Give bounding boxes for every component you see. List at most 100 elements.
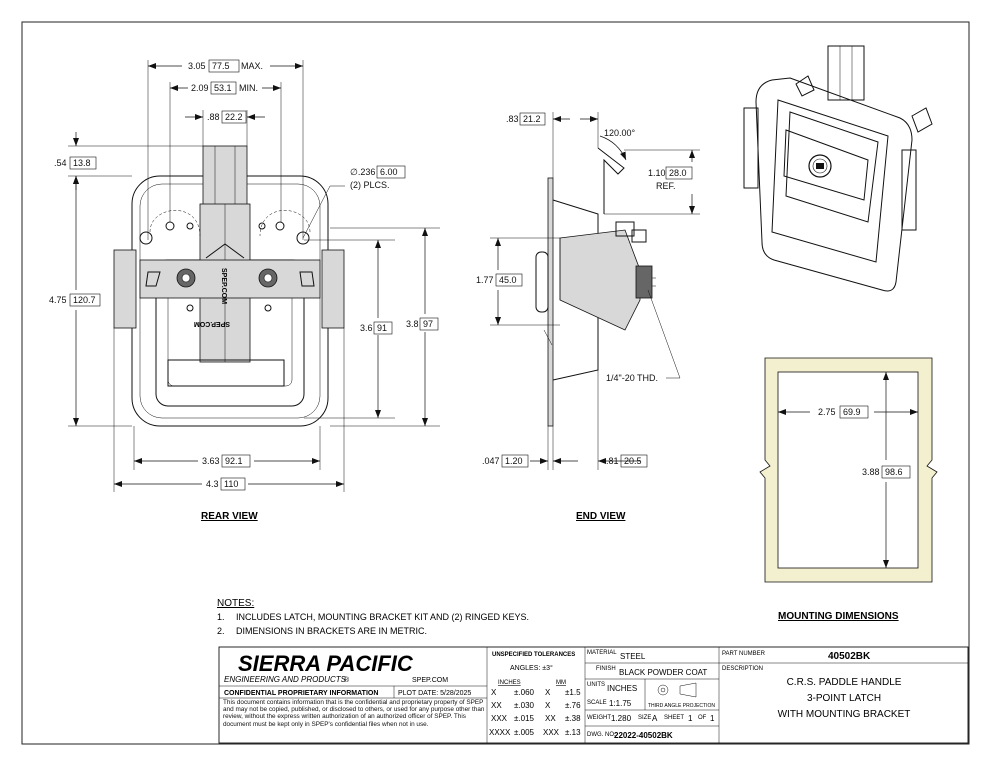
sheet-border — [21, 21, 970, 745]
tolerance-heading: UNSPECIFIED TOLERANCES — [492, 652, 575, 658]
finish-label: FINISH — [596, 666, 616, 672]
rear-marking-lower: SPEP.COM — [194, 320, 230, 327]
weight-value: 1.280 — [611, 714, 632, 723]
units-value: INCHES — [607, 684, 637, 693]
confidential-title: CONFIDENTIAL PROPRIETARY INFORMATION — [224, 690, 378, 697]
dim-min-width-mm: 53.1 — [214, 83, 232, 93]
company-subtitle: ENGINEERING AND PRODUCTS — [224, 675, 347, 684]
tol-row-2-in-v: ±.030 — [514, 701, 535, 710]
dim-end-top-width-mm: 21.2 — [523, 114, 541, 124]
dwg-no-value: 22022-40502BK — [614, 731, 673, 740]
dim-flange: .047 — [482, 456, 500, 466]
title-block: SIERRA PACIFIC ENGINEERING AND PRODUCTS … — [218, 646, 969, 744]
description-line-2: 3-POINT LATCH — [807, 693, 881, 704]
tol-row-2-mm-k: X — [545, 701, 551, 710]
description-line-1: C.R.S. PADDLE HANDLE — [787, 677, 902, 688]
dim-inner-width-mm: 92.1 — [225, 456, 243, 466]
dim-mid-height: 1.77 — [476, 275, 494, 285]
note-1-number: 1. — [217, 612, 225, 622]
scale-label: SCALE — [587, 700, 607, 706]
dwg-no-label: DWG. NO. — [587, 732, 616, 738]
rear-view-label: REAR VIEW — [201, 511, 258, 522]
dim-mount-height: 3.88 — [862, 467, 880, 477]
dim-mount-width: 2.75 — [818, 407, 836, 417]
units-label: UNITS — [587, 682, 605, 688]
tol-row-2-in-k: XX — [491, 701, 502, 710]
dim-height-mm: 120.7 — [73, 295, 96, 305]
dim-outer-width: 4.3 — [206, 479, 219, 489]
dim-handle-width-mm: 22.2 — [225, 112, 243, 122]
projection-cone-icon — [679, 682, 697, 698]
tol-row-3-in-k: XXX — [491, 714, 508, 723]
tol-row-4-mm-k: XXX — [543, 728, 560, 737]
dim-height: 4.75 — [49, 295, 67, 305]
dim-ref-height-mm: 28.0 — [669, 168, 687, 178]
registered-mark: ® — [344, 676, 350, 684]
note-2-number: 2. — [217, 626, 225, 636]
dim-min-width: 2.09 — [191, 83, 209, 93]
company-name: SIERRA PACIFIC — [238, 651, 414, 676]
dim-ref-height: 1.10 — [648, 168, 666, 178]
material-label: MATERIAL — [587, 650, 617, 656]
notes: NOTES: 1. INCLUDES LATCH, MOUNTING BRACK… — [217, 598, 529, 636]
dim-max-width-note: MAX. — [241, 61, 263, 71]
dim-inner-h1: 3.6 — [360, 323, 373, 333]
dim-depth: .81 — [606, 456, 619, 466]
mounting-dimensions-label: MOUNTING DIMENSIONS — [778, 611, 899, 622]
confidential-text: This document contains information that … — [223, 699, 485, 728]
of-value: 1 — [710, 714, 715, 723]
dim-hole-qty: (2) PLCS. — [350, 180, 390, 190]
dim-thread: 1/4"-20 THD. — [606, 373, 658, 383]
notes-heading: NOTES: — [217, 598, 254, 609]
company-website: SPEP.COM — [412, 677, 448, 684]
dim-min-width-note: MIN. — [239, 83, 258, 93]
size-value: A — [652, 714, 658, 723]
dim-mid-height-mm: 45.0 — [499, 275, 517, 285]
tol-row-3-mm-v: ±.38 — [565, 714, 581, 723]
dim-top-offset: .54 — [54, 158, 67, 168]
part-number-label: PART NUMBER — [722, 651, 766, 657]
tolerance-col-mm: MM — [556, 680, 566, 686]
tol-row-1-in-v: ±.060 — [514, 688, 535, 697]
tolerance-rows: X ±.060 X ±1.5 XX ±.030 X ±.76 XXX ±.015… — [489, 688, 581, 737]
dim-max-width-mm: 77.5 — [212, 61, 230, 71]
dim-mount-width-mm: 69.9 — [843, 407, 861, 417]
description-line-3: WITH MOUNTING BRACKET — [778, 709, 911, 720]
description-label: DESCRIPTION — [722, 666, 763, 672]
dim-hole-mm: 6.00 — [380, 167, 398, 177]
material-value: STEEL — [620, 652, 646, 661]
tol-row-1-mm-k: X — [545, 688, 551, 697]
tol-row-4-mm-v: ±.13 — [565, 728, 581, 737]
rear-marking-upper: SPEP.COM — [220, 268, 227, 304]
plot-date: PLOT DATE: 5/28/2025 — [398, 690, 471, 697]
rear-dimensions: 3.05 77.5 MAX. 2.09 53.1 MIN. .88 22.2 .… — [49, 59, 440, 522]
dim-outer-width-mm: 110 — [224, 479, 238, 489]
sheet-value: 1 — [688, 714, 693, 723]
dim-depth-mm: 20.5 — [624, 456, 642, 466]
end-view — [535, 147, 656, 427]
note-2-text: DIMENSIONS IN BRACKETS ARE IN METRIC. — [236, 626, 427, 636]
dim-max-width: 3.05 — [188, 61, 206, 71]
dim-top-offset-mm: 13.8 — [73, 158, 91, 168]
dim-hole: ∅.236 — [350, 167, 375, 177]
end-dimensions: .83 21.2 120.00° 1.10 28.0 REF. 1.77 45.… — [476, 112, 700, 522]
dim-ref-note: REF. — [656, 181, 676, 191]
part-number-value: 40502BK — [828, 651, 871, 662]
mounting-view: 2.75 69.9 3.88 98.6 MOUNTING DIMENSIONS — [759, 357, 938, 622]
dim-angle: 120.00° — [604, 128, 636, 138]
dim-inner-h2: 3.8 — [406, 319, 419, 329]
tol-row-3-mm-k: XX — [545, 714, 556, 723]
scale-value: 1:1.75 — [609, 699, 632, 708]
tol-row-4-in-v: ±.005 — [514, 728, 535, 737]
dim-end-top-width: .83 — [506, 114, 519, 124]
tol-row-4-in-k: XXXX — [489, 728, 511, 737]
size-label: SIZE — [638, 715, 651, 721]
tolerance-angles: ANGLES: ±3° — [510, 664, 553, 672]
rear-view: SPEP.COM SPEP.COM — [113, 145, 345, 427]
note-1-text: INCLUDES LATCH, MOUNTING BRACKET KIT AND… — [236, 612, 529, 622]
dim-inner-width: 3.63 — [202, 456, 220, 466]
dim-mount-height-mm: 98.6 — [885, 467, 903, 477]
tol-row-2-mm-v: ±.76 — [565, 701, 581, 710]
of-label: OF — [698, 715, 707, 721]
